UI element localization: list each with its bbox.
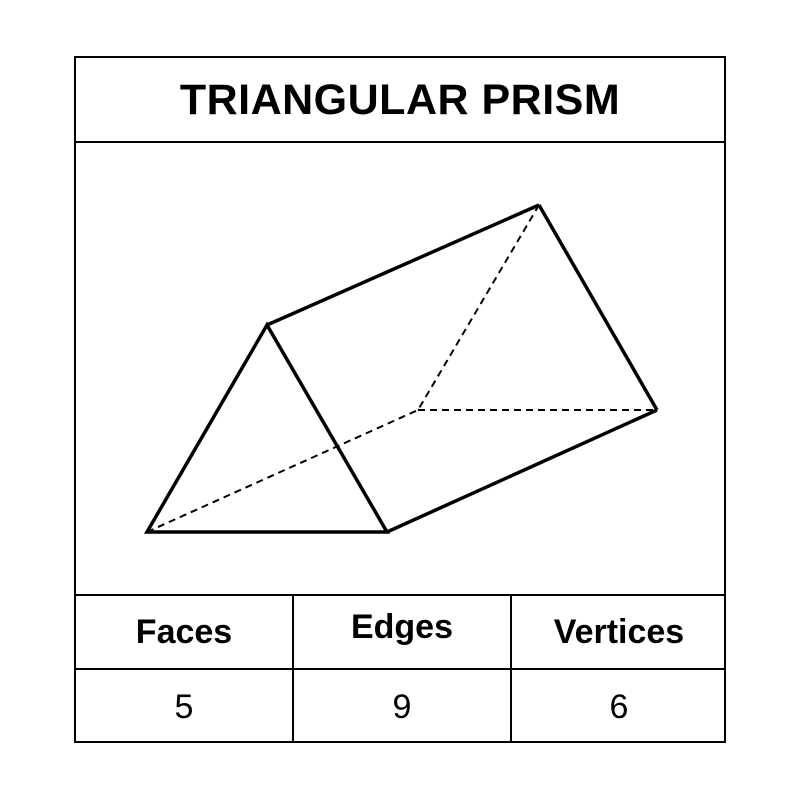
back-right-edge — [537, 204, 659, 411]
faces-label: Faces — [76, 596, 292, 670]
top-edge — [266, 203, 540, 327]
vertices-column: Vertices 6 — [510, 596, 726, 743]
faces-value: 5 — [174, 688, 194, 726]
prism-figure — [76, 143, 724, 594]
hidden-bottom-left-edge — [146, 409, 419, 533]
front-face — [143, 321, 391, 534]
properties-table: Faces 5 Edges 9 Vertices 6 — [76, 594, 726, 743]
prism-card: TRIANGULAR PRISM Faces 5 Edges 9 Vert — [74, 56, 726, 743]
edges-value: 9 — [392, 688, 412, 726]
page-title: TRIANGULAR PRISM — [179, 76, 621, 124]
edges-label: Edges — [294, 596, 510, 670]
bottom-right-edge — [386, 408, 658, 534]
prism-drawing — [143, 203, 659, 534]
vertices-value: 6 — [609, 688, 629, 726]
edges-column: Edges 9 — [292, 596, 510, 743]
hidden-back-left-edge — [417, 204, 540, 411]
title-row: TRIANGULAR PRISM — [76, 58, 724, 143]
vertices-label: Vertices — [512, 596, 726, 670]
faces-column: Faces 5 — [76, 596, 292, 743]
